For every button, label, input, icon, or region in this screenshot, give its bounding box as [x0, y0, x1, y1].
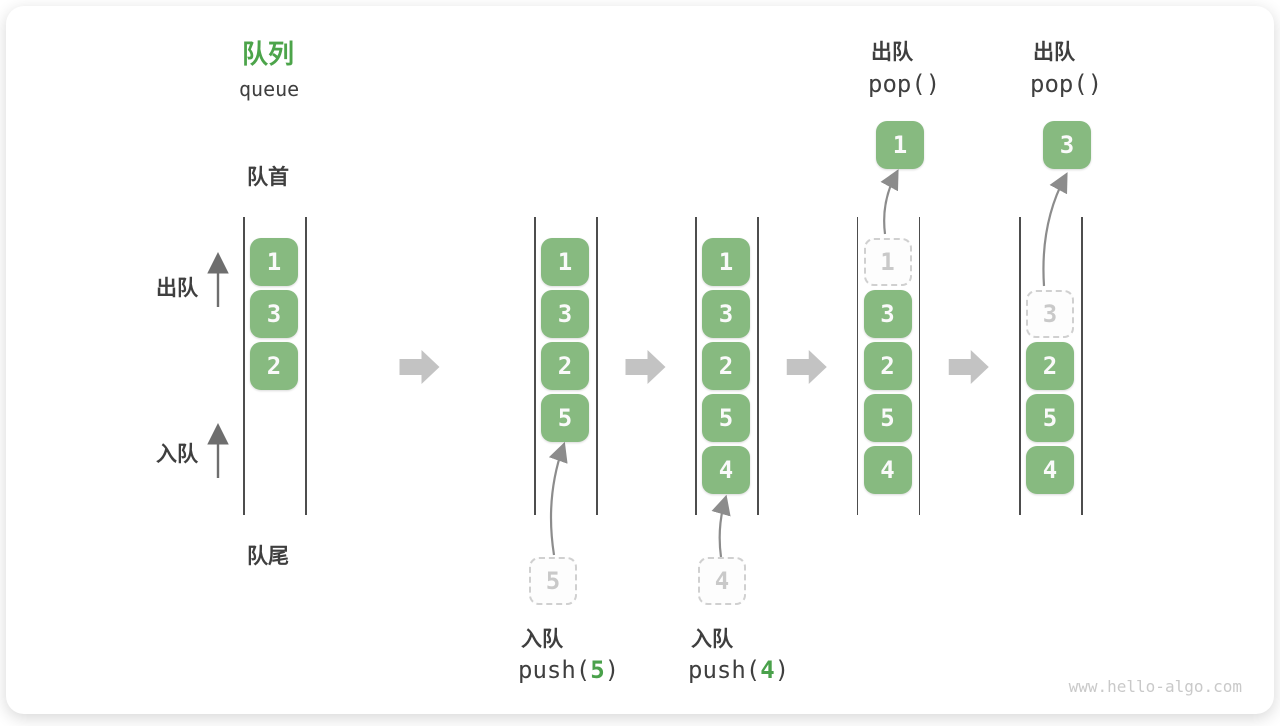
state-pop-1-item: 2: [863, 342, 912, 390]
state-pop-1-item: 3: [863, 290, 912, 338]
state-initial-right-wall: [305, 217, 307, 515]
state-pop-3-left-wall: [1019, 217, 1021, 515]
pop-motion-arrow-state-pop-1: [880, 169, 899, 235]
state-pop-3-item-ghost: 3: [1026, 290, 1074, 338]
dequeue-op-label: 出队: [1033, 41, 1075, 64]
state-pop-1-item: 4: [863, 446, 912, 494]
state-pop-3-item: 2: [1026, 342, 1074, 390]
state-push-5-staged-item: 5: [529, 557, 577, 605]
figure-subtitle: queue: [239, 77, 300, 101]
label-dequeue-side: 出队: [156, 277, 198, 300]
state-push-5-left-wall: [534, 217, 536, 515]
state-pop-1-left-wall: [856, 217, 859, 515]
enqueue-op-code: push(5): [518, 656, 620, 684]
state-push-4-item: 4: [702, 446, 750, 494]
state-initial-left-wall: [243, 217, 245, 515]
dequeue-op-code: pop(): [868, 70, 941, 98]
state-pop-1-item-ghost: 1: [863, 238, 912, 286]
state-pop-1-right-wall: [918, 217, 921, 515]
state-pop-1-item: 5: [863, 394, 912, 442]
push-arg: 5: [590, 656, 605, 684]
state-push-5-item: 5: [541, 394, 589, 442]
state-pop-1-popped-item: 1: [876, 121, 924, 169]
dequeue-op-code: pop(): [1030, 70, 1103, 98]
state-push-5-item: 2: [541, 342, 589, 390]
state-transition-arrow-4: [948, 350, 989, 384]
label-queue-front: 队首: [247, 166, 289, 189]
state-push-4-left-wall: [695, 217, 697, 515]
enqueue-op-label: 入队: [691, 628, 733, 651]
enqueue-op-label: 入队: [521, 628, 563, 651]
state-initial-item: 1: [250, 238, 298, 286]
state-push-4-item: 2: [702, 342, 750, 390]
push-motion-arrow-state-push-4: [711, 494, 731, 558]
state-push-4-item: 5: [702, 394, 750, 442]
state-push-5-right-wall: [596, 217, 598, 515]
dequeue-op-label: 出队: [871, 41, 913, 64]
state-pop-3-item: 5: [1026, 394, 1074, 442]
figure-title: 队列: [242, 39, 295, 69]
state-push-5-item: 3: [541, 290, 589, 338]
state-initial-item: 3: [250, 290, 298, 338]
state-transition-arrow-3: [786, 350, 827, 384]
push-arg: 4: [760, 656, 775, 684]
state-push-4-right-wall: [757, 217, 759, 515]
state-pop-3-popped-item: 3: [1043, 121, 1091, 169]
state-push-5-item: 1: [541, 238, 589, 286]
state-transition-arrow-1: [399, 350, 440, 384]
state-push-4-item: 1: [702, 238, 750, 286]
label-enqueue-side: 入队: [156, 443, 198, 466]
pop-motion-arrow-state-pop-3: [1042, 172, 1068, 287]
arrow-layer: [207, 169, 1068, 558]
state-pop-3-right-wall: [1081, 217, 1083, 515]
state-push-4-staged-item: 4: [698, 557, 746, 605]
state-pop-3-item: 4: [1026, 446, 1074, 494]
push-motion-arrow-state-push-5: [548, 441, 568, 556]
state-transition-arrow-2: [625, 350, 666, 384]
label-queue-rear: 队尾: [247, 545, 289, 568]
watermark: www.hello-algo.com: [1068, 677, 1242, 696]
state-initial-item: 2: [250, 342, 298, 390]
enqueue-op-code: push(4): [688, 656, 790, 684]
state-push-4-item: 3: [702, 290, 750, 338]
